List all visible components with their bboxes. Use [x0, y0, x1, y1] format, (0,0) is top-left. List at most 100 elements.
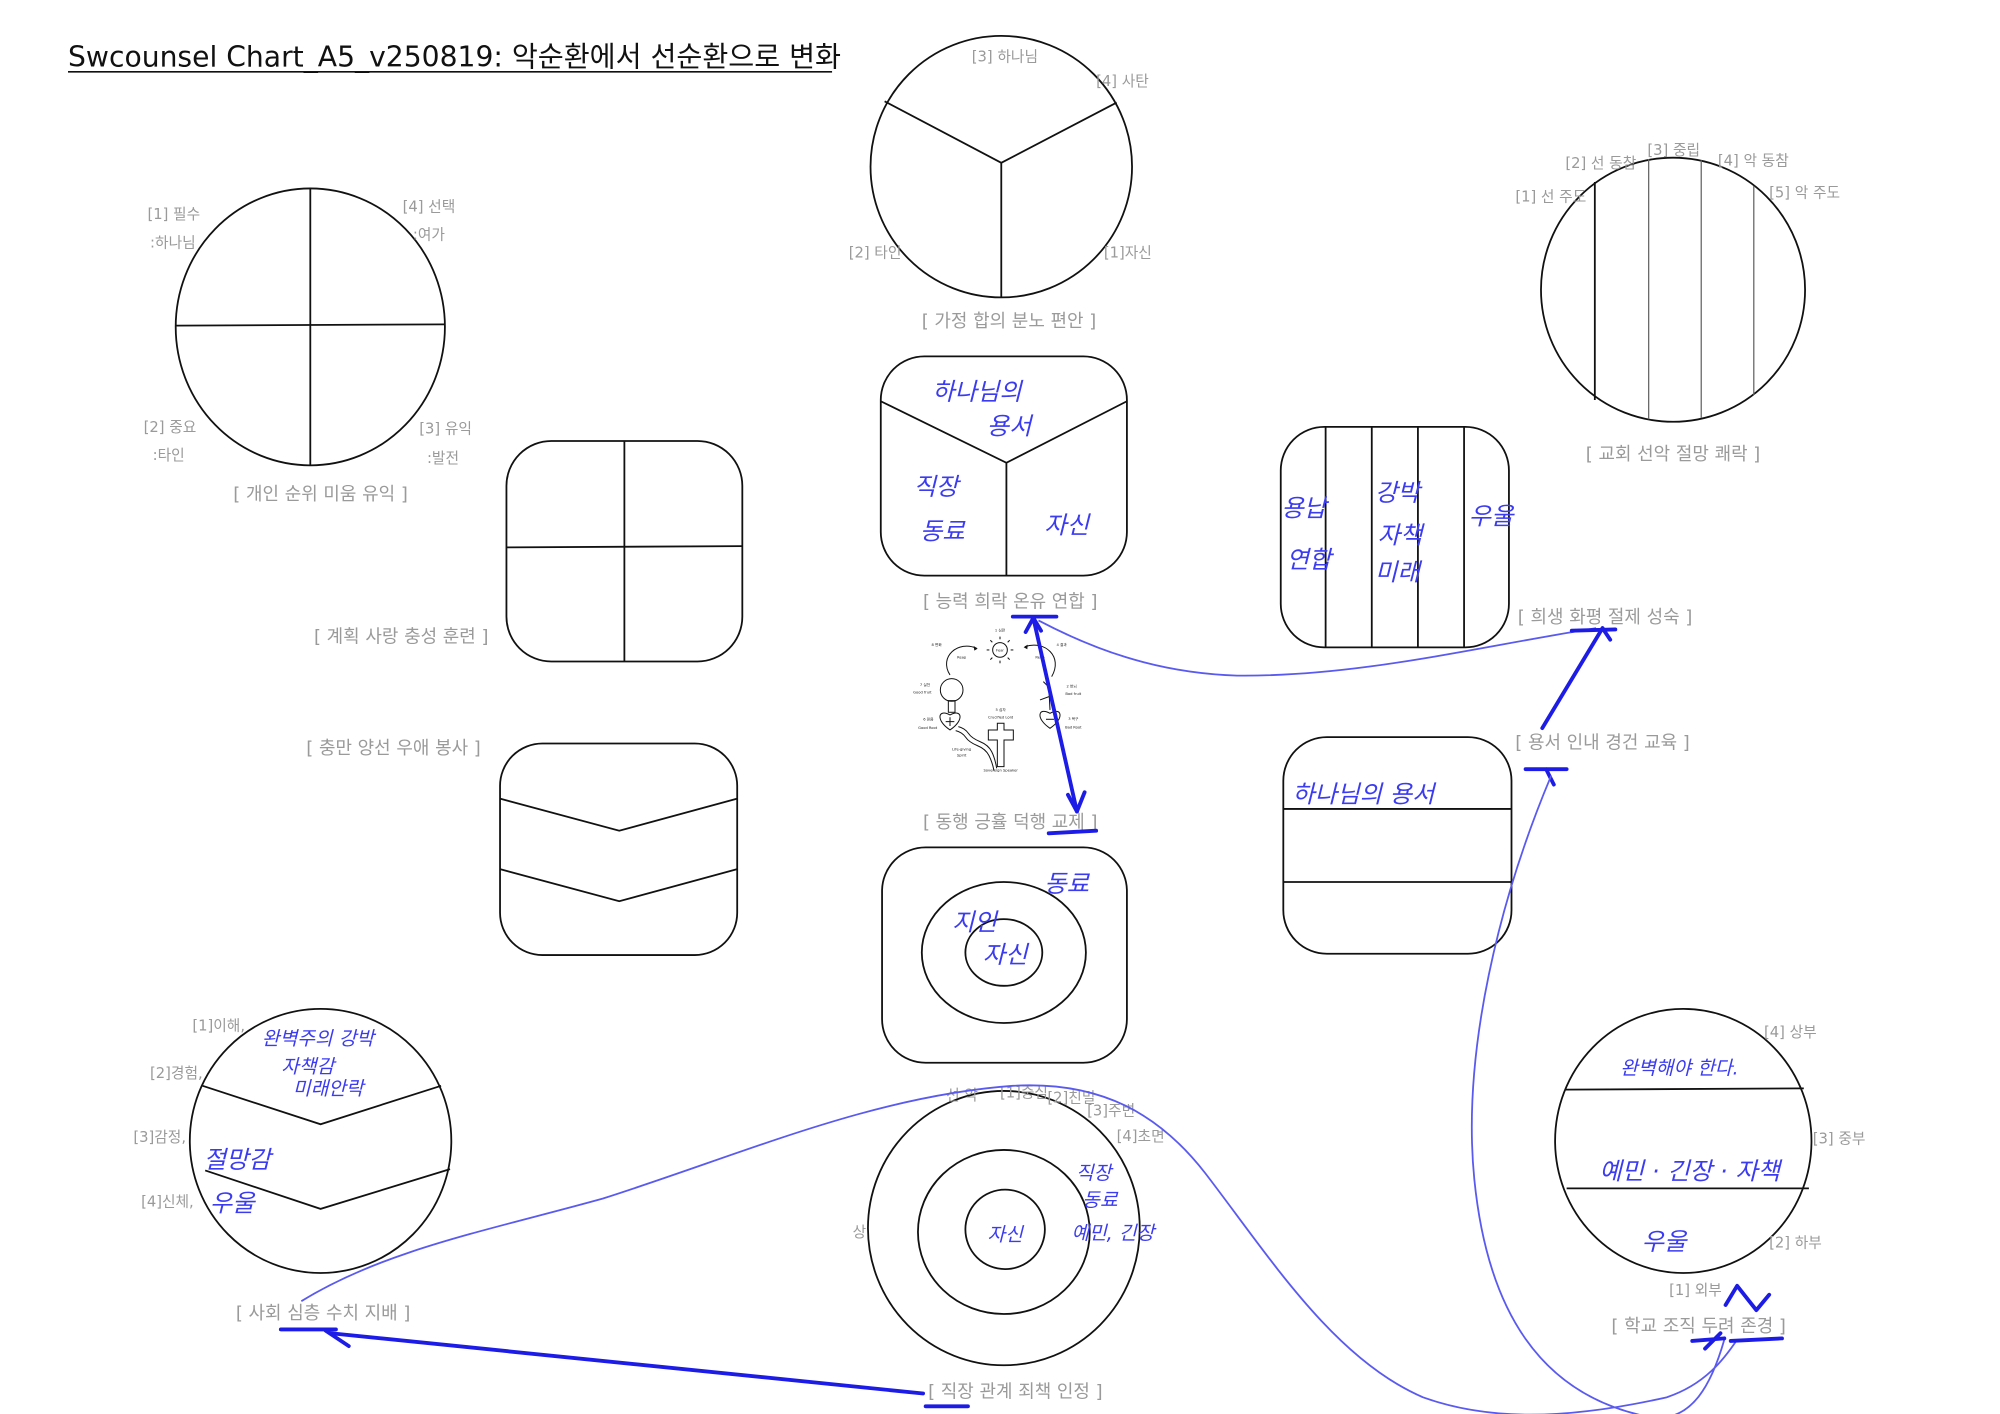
underline-mark: [1523, 767, 1569, 787]
diagram-caption: [ 직장 관계 죄책 인정 ]: [928, 1381, 1103, 1402]
chevron-divider: [499, 797, 738, 832]
diagram-church: [2] 선 동참 [3] 중립 [4] 악 동참 [1] 선 주도 [5] 악 …: [1515, 142, 1840, 465]
diagram-caption: [ 개인 순위 미움 유익 ]: [233, 484, 408, 505]
arrowhead-mark: [1569, 626, 1618, 642]
arrow-line: [1540, 626, 1605, 731]
handwritten-note: 하나님의 용서: [1292, 780, 1437, 809]
circle-outline: [1540, 156, 1806, 423]
diagram-caption: [ 계획 사랑 충성 훈련 ]: [314, 626, 489, 647]
diagram-caption: [ 학교 조직 두려 존경 ]: [1611, 1316, 1786, 1337]
sector-label: [1]자신: [1104, 245, 1152, 262]
handwritten-note: 완벽해야 한다.: [1620, 1056, 1738, 1079]
quadrant-label: [3] 유익: [419, 420, 472, 437]
arrowhead-mark: [1023, 615, 1043, 634]
good-heart-icon: [939, 712, 961, 731]
handwritten-note: 절망감: [204, 1145, 275, 1174]
quadrant-label: :타인: [153, 447, 185, 464]
layer-label: [2]경험,: [150, 1065, 203, 1082]
diagram-work: 선 악 [1]중심 [2]친밀 [3]주변 [4]초면 상 자신 직장 동료 예…: [853, 1084, 1165, 1402]
sector-label: [3] 하나님: [972, 49, 1038, 66]
handwritten-note: 직장: [914, 472, 962, 501]
layer-label: [1] 외부: [1669, 1282, 1722, 1299]
page-title: Swcounsel Chart_A5_v250819: 악순환에서 선순환으로 …: [68, 41, 841, 74]
cycle-label: Sovereign Speaker: [983, 769, 1018, 773]
cycle-label: 7 실천: [920, 682, 930, 687]
handwritten-note: 자신: [1044, 510, 1091, 539]
handwritten-note: 미래안락: [293, 1077, 366, 1100]
plus-icon: [945, 717, 955, 726]
arrowhead-icon: [973, 645, 978, 651]
good-tree-icon: [939, 678, 964, 702]
quadrant-label: [4] 선택: [403, 199, 456, 216]
ring-label: 상: [853, 1224, 867, 1241]
chevron-divider: [202, 1084, 442, 1126]
handwritten-note: 자신: [987, 1223, 1025, 1246]
ring-inner: [964, 1188, 1046, 1271]
cycle-label: 3 욕구: [1068, 717, 1079, 721]
cycle-label: 1 심판: [995, 628, 1006, 633]
handwritten-note: 우울: [210, 1188, 256, 1217]
handwritten-note: 직장: [1076, 1161, 1114, 1184]
diagram-caption: [ 희생 화평 절제 성숙 ]: [1518, 607, 1693, 628]
box-outline: [879, 355, 1128, 577]
circle-outline: [188, 1008, 453, 1274]
handwritten-note: 자책감: [281, 1055, 336, 1078]
layer-label: [3]감정,: [133, 1129, 186, 1146]
connector-curve: [1038, 619, 1597, 677]
diagram-family: [3] 하나님 [4] 사탄 [2] 타인 [1]자신 [ 가정 합의 분노 편…: [849, 34, 1152, 332]
diagram-ability: 하나님의 용서 직장 동료 자신 [ 능력 희락 온유 연합 ]: [879, 355, 1128, 613]
arrow-line: [1031, 615, 1079, 814]
column-label: [5] 악 주도: [1769, 184, 1840, 201]
cycle-arrow-left: [946, 645, 977, 676]
chevron-divider: [204, 1168, 451, 1210]
diagram-fruit-cycle: 1 심판 Fear 8 변화 Reap 4 결과 Reap 7 실천 Good …: [913, 628, 1097, 834]
tree-trunk: [947, 700, 956, 713]
divider: [1000, 101, 1118, 164]
arrow-line: [328, 1331, 926, 1396]
layer-label: [4] 상부: [1764, 1024, 1817, 1041]
cycle-label: Crucified Lord: [988, 715, 1013, 719]
cross-icon: [987, 722, 1014, 768]
arrowhead-mark: [1066, 790, 1087, 814]
cycle-label: Good fruit: [913, 690, 932, 694]
ring-label: [4]초면: [1117, 1128, 1165, 1145]
handwritten-note: 우울: [1469, 501, 1515, 530]
circle-outline: [869, 34, 1133, 299]
diagram-school: [4] 상부 [3] 중부 [2] 하부 [1] 외부 완벽해야 한다. 예민 …: [1554, 1008, 1866, 1337]
cycle-label: Spirit: [957, 754, 967, 758]
cycle-label: Life-giving: [952, 748, 971, 752]
cycle-label: 2 번뇌: [1067, 684, 1077, 689]
sun-icon: [992, 642, 1008, 658]
arrowhead-icon: [1023, 644, 1028, 650]
ring-inner: [964, 918, 1044, 987]
diagram-fullness: [ 충만 양선 우애 봉사 ]: [306, 738, 739, 956]
handwritten-note: 지인: [952, 908, 999, 937]
pen-annotations: [278, 614, 1784, 1414]
handwritten-note: 용납: [1281, 494, 1329, 523]
divider: [175, 323, 445, 327]
sector-label: [4] 사탄: [1096, 73, 1149, 90]
quadrant-label: :하나님: [150, 234, 196, 251]
layer-label: [4]신체,: [141, 1193, 194, 1210]
chevron-divider: [499, 868, 738, 903]
layer-label: [3] 중부: [1813, 1131, 1866, 1148]
box-outline: [1279, 425, 1510, 649]
connector-curve: [1470, 775, 1726, 1414]
cycle-label: Fear: [996, 648, 1004, 652]
diagram-sacrifice: 용납 연합 강박 자책 미래 우울 [ 희생 화평 절제 성숙 ]: [1279, 425, 1693, 649]
diagram-plan: [ 계획 사랑 충성 훈련 ]: [314, 440, 744, 663]
cycle-label: 6 믿음: [923, 717, 934, 722]
handwritten-note: 용서: [987, 412, 1034, 441]
quadrant-label: :여가: [413, 227, 446, 244]
handwritten-note: 미래: [1375, 558, 1422, 587]
divider: [884, 100, 1002, 164]
column-label: [3] 중립: [1647, 142, 1700, 159]
layer-label: [1]이해,: [192, 1018, 245, 1035]
handwritten-note: 하나님의: [932, 377, 1024, 406]
ring-label: [1]중심: [1000, 1084, 1048, 1101]
divider: [1565, 1087, 1804, 1091]
cycle-label: Bad fruit: [1065, 692, 1081, 696]
ring-label: [3]주변: [1087, 1102, 1135, 1119]
handwritten-note: 예민 · 긴장 · 자책: [1599, 1156, 1782, 1185]
